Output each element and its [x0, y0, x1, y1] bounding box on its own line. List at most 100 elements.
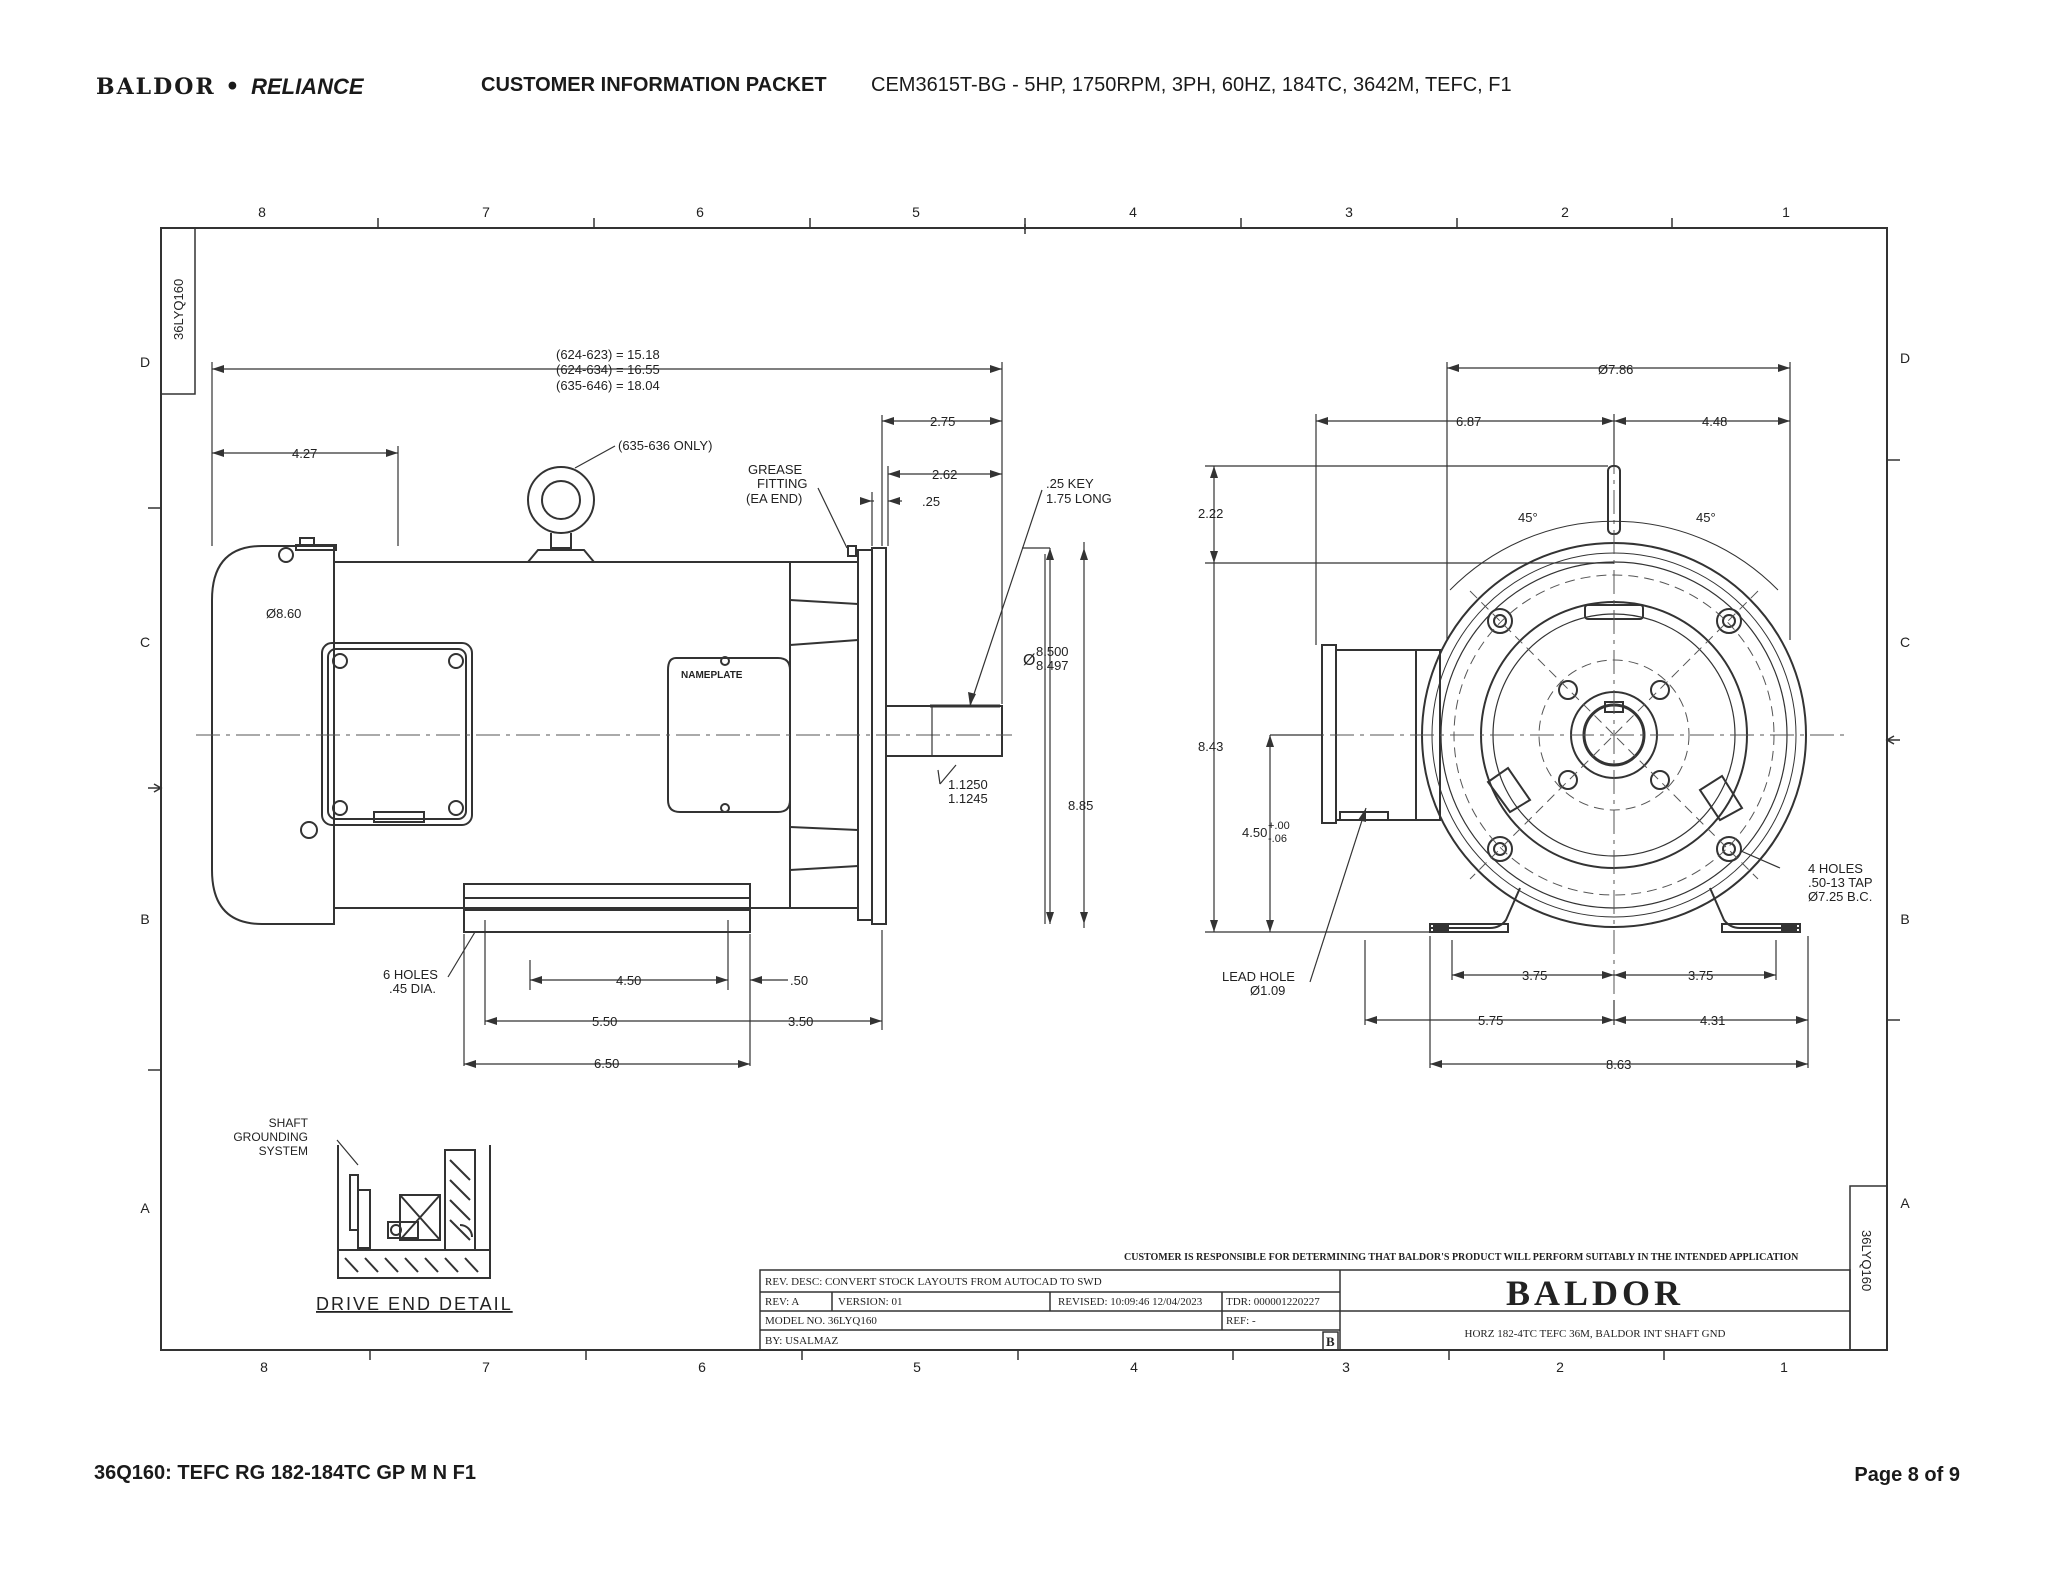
revised-date: REVISED: 10:09:46 12/04/2023 — [1058, 1296, 1203, 1308]
motor-side-view — [211, 466, 1003, 933]
end-arrowheads — [1210, 364, 1808, 1068]
pilot-dia-max: 8.500 — [1036, 644, 1069, 659]
side-id-text-right: 36LYQ160 — [1859, 1230, 1874, 1291]
col-label: 7 — [482, 204, 490, 220]
col-label: 7 — [482, 1359, 490, 1375]
row-label: D — [140, 354, 150, 370]
col-label: 1 — [1780, 1359, 1788, 1375]
dim-4-50-shaft-height: 4.50 — [1242, 825, 1267, 840]
row-label: A — [140, 1200, 150, 1216]
side-id-box-right — [1849, 1185, 1888, 1351]
col-label: 8 — [258, 204, 266, 220]
eyebolt-note: (635-636 ONLY) — [618, 438, 712, 453]
rev-desc: REV. DESC: CONVERT STOCK LAYOUTS FROM AU… — [765, 1276, 1102, 1288]
col-label: 1 — [1782, 204, 1790, 220]
shaft-dia-min: 1.1245 — [948, 791, 988, 806]
tolerance-minus: -.06 — [1268, 833, 1287, 845]
dim-4-48: 4.48 — [1702, 414, 1727, 429]
dim-0-25: .25 — [922, 494, 940, 509]
col-label: 6 — [696, 204, 704, 220]
row-label: C — [140, 634, 150, 650]
dim-6-50: 6.50 — [594, 1056, 619, 1071]
drawing-frame — [160, 227, 1888, 1351]
row-label: B — [1900, 911, 1909, 927]
model-number: MODEL NO. 36LYQ160 — [765, 1315, 877, 1327]
zone-ticks — [148, 218, 1900, 1360]
brand-separator: • — [215, 74, 252, 100]
dim-4-31: 4.31 — [1700, 1013, 1725, 1028]
side-arrowheads — [212, 365, 1088, 1068]
dim-8-63: 8.63 — [1606, 1057, 1631, 1072]
grease-fitting-3: (EA END) — [746, 491, 802, 506]
dim-2-62: 2.62 — [932, 467, 957, 482]
dim-6-87: 6.87 — [1456, 414, 1481, 429]
row-label: D — [1900, 350, 1910, 366]
angle-right: 45° — [1696, 510, 1716, 525]
overall-length-1: (624-623) = 15.18 — [556, 347, 660, 362]
tap-holes-2: .50-13 TAP — [1808, 875, 1873, 890]
dim-3-75-left: 3.75 — [1522, 968, 1547, 983]
ref: REF: - — [1226, 1315, 1256, 1327]
pilot-dia-symbol: Ø — [1023, 652, 1035, 669]
col-label: 2 — [1556, 1359, 1564, 1375]
row-label: C — [1900, 634, 1910, 650]
tap-holes-3: Ø7.25 B.C. — [1808, 889, 1872, 904]
tap-holes-1: 4 HOLES — [1808, 861, 1863, 876]
brand-reliance: RELIANCE — [251, 74, 364, 99]
dim-2-75: 2.75 — [930, 414, 955, 429]
baldor-reliance-logo: BALDOR • RELIANCE — [96, 74, 364, 100]
disclaimer-text: CUSTOMER IS RESPONSIBLE FOR DETERMINING … — [1124, 1252, 1799, 1263]
col-label: 5 — [912, 204, 920, 220]
dim-dia-7-86: Ø7.86 — [1598, 362, 1633, 377]
side-id-box — [160, 227, 196, 395]
col-label: 8 — [260, 1359, 268, 1375]
tolerance-plus: +.00 — [1268, 820, 1290, 832]
col-label: 2 — [1561, 204, 1569, 220]
dim-0-50: .50 — [790, 973, 808, 988]
side-dimension-text: (624-623) = 15.18 (624-634) = 16.55 (635… — [266, 347, 1112, 1071]
shaft-grounding-3: SYSTEM — [259, 1144, 308, 1158]
mount-holes-1: 6 HOLES — [383, 967, 438, 982]
grease-fitting-2: FITTING — [757, 476, 808, 491]
drawing-description: HORZ 182-4TC TEFC 36M, BALDOR INT SHAFT … — [1465, 1328, 1726, 1340]
version: VERSION: 01 — [838, 1296, 902, 1308]
key-note-2: 1.75 LONG — [1046, 491, 1112, 506]
column-labels-top: 8 7 6 5 4 3 2 1 — [258, 204, 1790, 220]
dim-3-75-right: 3.75 — [1688, 968, 1713, 983]
overall-length-2: (624-634) = 16.55 — [556, 362, 660, 377]
dim-dia-8-60: Ø8.60 — [266, 606, 301, 621]
col-label: 5 — [913, 1359, 921, 1375]
drive-end-detail — [337, 1145, 491, 1279]
baldor-logo: BALDOR — [1506, 1273, 1684, 1313]
dim-8-85: 8.85 — [1068, 798, 1093, 813]
key-note-1: .25 KEY — [1046, 476, 1094, 491]
dim-4-50: 4.50 — [616, 973, 641, 988]
drawn-by: BY: USALMAZ — [765, 1335, 839, 1347]
col-label: 4 — [1129, 204, 1137, 220]
drive-end-detail-title: DRIVE END DETAIL — [316, 1294, 513, 1314]
motor-end-view — [1321, 465, 1807, 933]
page-header: BALDOR • RELIANCE CUSTOMER INFORMATION P… — [96, 72, 1952, 104]
row-label: A — [1900, 1195, 1910, 1211]
tdr-number: TDR: 000001220227 — [1226, 1296, 1320, 1308]
detail-leader — [336, 1139, 359, 1166]
dim-5-75: 5.75 — [1478, 1013, 1503, 1028]
model-description: CEM3615T-BG - 5HP, 1750RPM, 3PH, 60HZ, 1… — [871, 74, 1512, 96]
shaft-grounding-1: SHAFT — [269, 1116, 309, 1130]
dim-2-22: 2.22 — [1198, 506, 1223, 521]
dim-8-43: 8.43 — [1198, 739, 1223, 754]
packet-title: CUSTOMER INFORMATION PACKET — [481, 74, 827, 96]
col-label: 6 — [698, 1359, 706, 1375]
lead-hole-label: LEAD HOLE — [1222, 969, 1295, 984]
row-label: B — [140, 911, 149, 927]
brand-baldor: BALDOR — [96, 74, 216, 100]
sheet-letter: B — [1326, 1334, 1335, 1349]
nameplate-label: NAMEPLATE — [681, 670, 743, 681]
side-dimension-lines — [211, 362, 1085, 1066]
rev: REV: A — [765, 1296, 799, 1308]
end-dimension-lines — [1205, 362, 1809, 1068]
mount-holes-2: .45 DIA. — [389, 981, 436, 996]
end-dimension-text: Ø7.86 6.87 4.48 2.22 45° 45° 8.43 4.50 +… — [1198, 362, 1873, 1072]
shaft-grounding-label: SHAFT GROUNDING SYSTEM — [233, 1116, 308, 1158]
